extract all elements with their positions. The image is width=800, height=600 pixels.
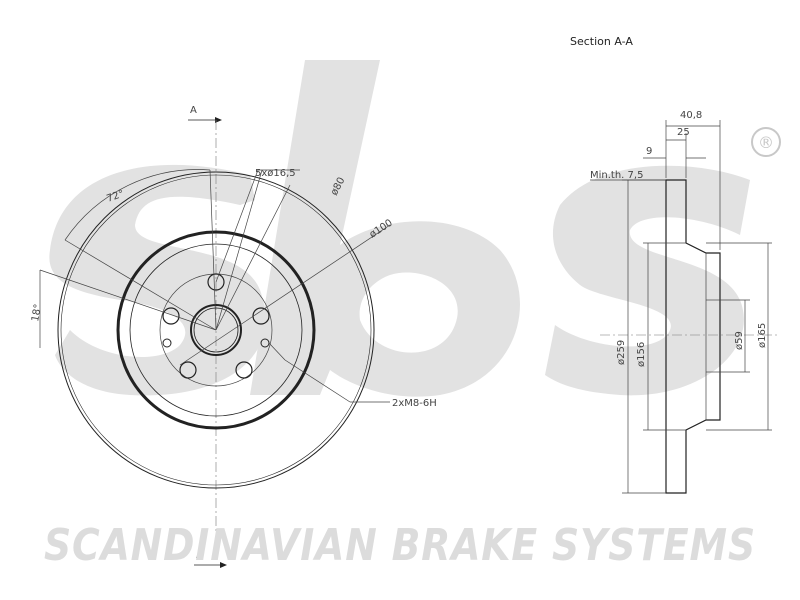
brand-text: SCANDINAVIAN BRAKE SYSTEMS <box>44 520 756 571</box>
section-marker-bottom: A <box>194 550 227 568</box>
height-total-label: 40,8 <box>680 110 702 121</box>
registered-mark: ® <box>751 127 781 157</box>
min-thickness-label: Min.th. 7,5 <box>590 170 643 181</box>
section-title: Section A-A <box>570 35 633 48</box>
svg-text:A: A <box>196 550 203 561</box>
bolt-hole <box>162 307 180 325</box>
disc-section-view: 40,8 25 9 Min.th. 7,5 ø259 ø156 ø59 ø165 <box>590 110 780 494</box>
threads-label: 2xM8-6H <box>392 398 437 409</box>
angle-18-label: 18° <box>30 303 44 322</box>
svg-text:A: A <box>190 105 197 116</box>
svg-text:®: ® <box>758 133 774 152</box>
bolt-holes-label: 5xø16,5 <box>255 168 296 179</box>
hat-depth-label: 25 <box>677 127 690 138</box>
inner-dia-label: ø156 <box>636 342 647 367</box>
bolt-hole <box>235 361 253 379</box>
outer-dia-label: ø259 <box>616 340 627 365</box>
thickness-label: 9 <box>646 146 652 157</box>
hat-dia-label: ø165 <box>757 323 768 348</box>
bolt-hole <box>207 273 225 291</box>
section-marker-top: A <box>188 105 222 123</box>
center-bore-label: ø59 <box>734 331 745 350</box>
thread-hole <box>162 338 172 348</box>
bolt-hole <box>179 361 197 379</box>
